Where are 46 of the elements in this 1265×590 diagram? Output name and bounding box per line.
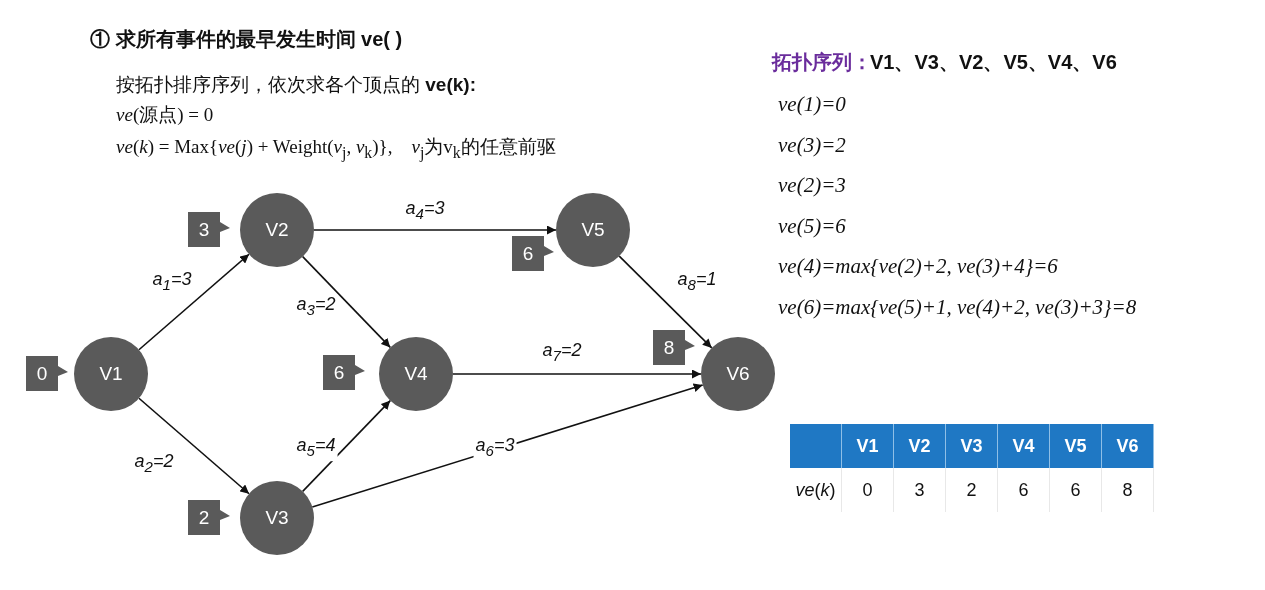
header-cell: V1 xyxy=(841,424,894,468)
formula: ve(k) = Max{ve(j) + Weight(v$_{j}$, v$_{k}$)}, v$_{j}$为v$_{k}$的任意前驱 xyxy=(116,135,556,162)
table-cell: 0 xyxy=(841,468,894,512)
table-cell: 8 xyxy=(1101,468,1154,512)
callout-badge: 0 xyxy=(26,356,68,391)
arrow xyxy=(138,397,250,495)
sequence-text: V1、V3、V2、V5、V4、V6 xyxy=(870,50,1117,75)
arrow xyxy=(301,255,392,349)
vertex-circle: V2 xyxy=(240,193,314,267)
header-cell: V4 xyxy=(997,424,1050,468)
heading: ① 求所有事件的最早发生时间 ve( ) xyxy=(90,27,403,52)
arrow xyxy=(618,255,713,349)
formula: ve(5)=6 xyxy=(778,213,846,239)
formula: ve(4)=max{ve(2)+2, ve(3)+4}=6 xyxy=(778,254,1058,279)
vertex-circle: V5 xyxy=(556,193,630,267)
callout-badge: 6 xyxy=(323,355,365,390)
header-cell: V2 xyxy=(893,424,946,468)
edge-label: a$_{6}$=3 xyxy=(473,435,517,461)
edge-label: a$_{5}$=4 xyxy=(294,435,338,461)
header-cell: V3 xyxy=(945,424,998,468)
header-cell: V5 xyxy=(1049,424,1102,468)
instruction-text: 按拓扑排序序列，依次求各个顶点的 ve(k): xyxy=(116,73,476,97)
vertex-circle: V1 xyxy=(74,337,148,411)
table-cell: ve(k) xyxy=(790,468,842,512)
callout-badge: 8 xyxy=(653,330,695,365)
formula: ve(1)=0 xyxy=(778,92,846,117)
table-cell: 2 xyxy=(945,468,998,512)
formula: ve(6)=max{ve(5)+1, ve(4)+2, ve(3)+3}=8 xyxy=(778,294,1137,320)
table-cell: 6 xyxy=(997,468,1050,512)
callout-badge: 2 xyxy=(188,500,230,535)
arrow xyxy=(301,399,392,493)
arrow xyxy=(138,253,250,351)
callout-badge: 3 xyxy=(188,212,230,247)
header-cell: V6 xyxy=(1101,424,1154,468)
table-cell: 3 xyxy=(893,468,946,512)
formula: ve(2)=3 xyxy=(778,173,846,198)
vertex-circle: V4 xyxy=(379,337,453,411)
callout-badge: 6 xyxy=(512,236,554,271)
arrow xyxy=(311,383,704,508)
formula: ve(3)=2 xyxy=(778,132,846,158)
formula: ve(源点) = 0 xyxy=(116,103,214,127)
arrow xyxy=(313,225,557,235)
vertex-circle: V6 xyxy=(701,337,775,411)
table-cell: 6 xyxy=(1049,468,1102,512)
vertex-circle: V3 xyxy=(240,481,314,555)
arrow xyxy=(452,369,702,379)
